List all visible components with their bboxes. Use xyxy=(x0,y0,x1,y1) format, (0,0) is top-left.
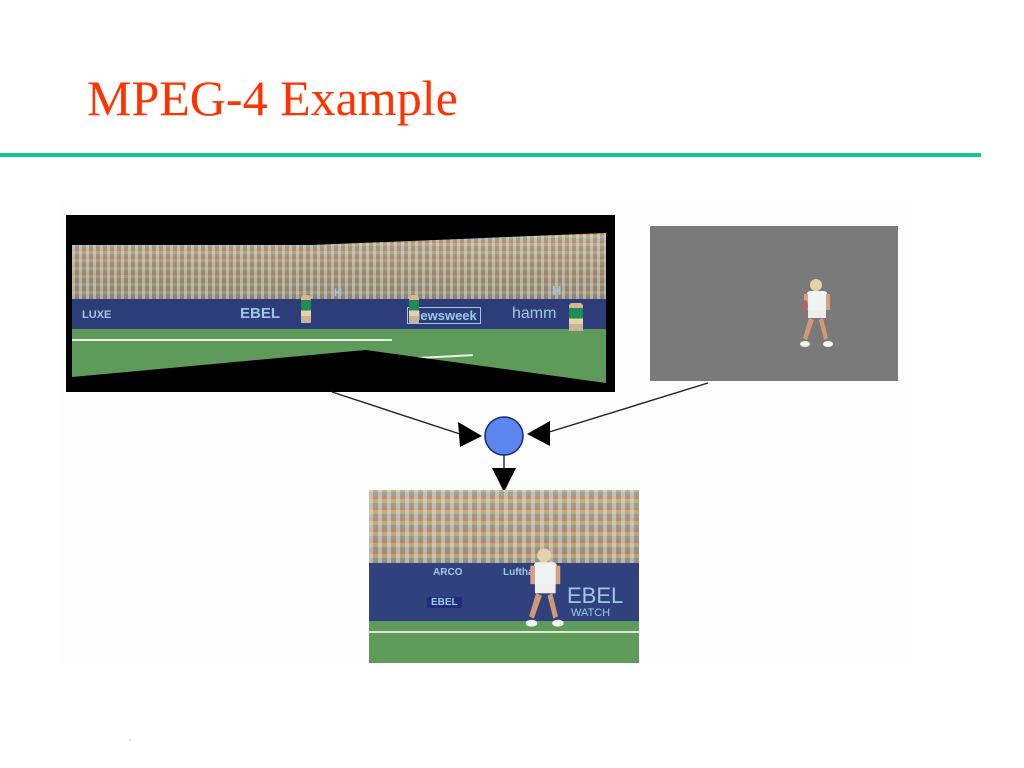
tennis-court xyxy=(369,621,639,663)
ad-text: EBEL xyxy=(427,596,462,608)
advertising-wall: ARCO Lufthansa EBEL EBEL WATCH xyxy=(369,562,639,622)
foreground-object-image xyxy=(650,226,898,381)
ad-text: H xyxy=(334,287,342,299)
title-divider xyxy=(0,153,981,157)
ad-text: WATCH xyxy=(571,606,611,619)
composited-result-image: ARCO Lufthansa EBEL EBEL WATCH xyxy=(369,490,639,663)
ad-text: EBEL xyxy=(240,305,281,322)
footer-mark xyxy=(129,739,131,741)
court-line xyxy=(285,354,473,366)
tennis-player-figure xyxy=(525,548,564,627)
court-line xyxy=(369,631,639,634)
line-judge xyxy=(409,295,419,323)
ball-person xyxy=(301,295,311,323)
ad-text: ARCO xyxy=(433,566,463,578)
tennis-player-figure xyxy=(800,279,833,347)
ad-text: Lufthansa xyxy=(503,566,551,578)
ad-text: EBEL xyxy=(567,582,624,608)
ad-text: Newsweek xyxy=(407,307,481,324)
background-panorama-image: LUXE EBEL Newsweek H H hamm xyxy=(66,215,615,392)
advertising-wall: LUXE EBEL Newsweek H H hamm xyxy=(72,283,606,329)
slide-title: MPEG-4 Example xyxy=(87,70,458,126)
ad-text: H xyxy=(552,283,562,298)
tennis-court xyxy=(72,329,606,383)
ad-text: hamm xyxy=(512,305,557,322)
ad-text: LUXE xyxy=(82,309,112,321)
court-line xyxy=(72,339,393,341)
ball-person xyxy=(569,303,583,331)
panorama-scene: LUXE EBEL Newsweek H H hamm xyxy=(72,233,606,383)
